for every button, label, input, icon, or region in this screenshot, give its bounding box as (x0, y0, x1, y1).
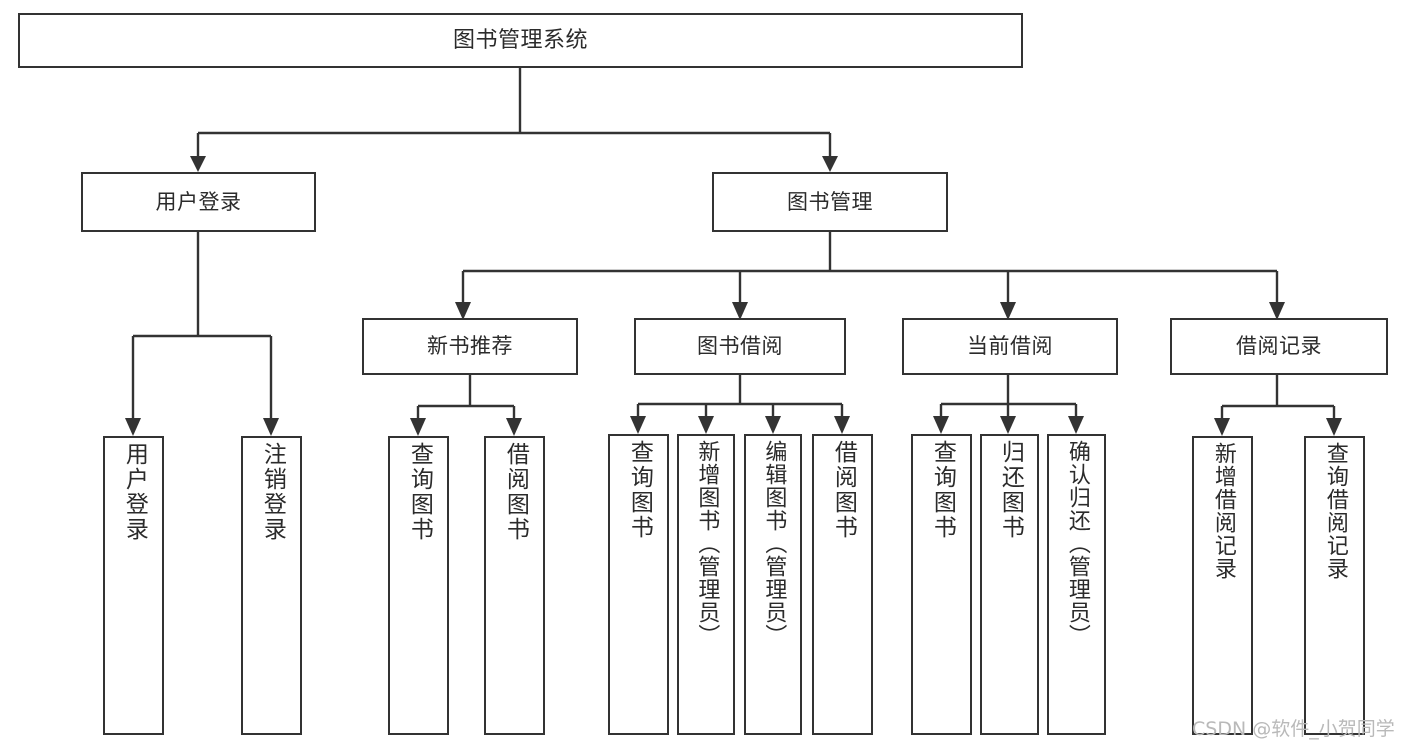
node-book-management[interactable]: 图书管理 (712, 172, 948, 232)
leaf-borrow-edit-book-admin[interactable]: 编辑图书（管理员） (744, 434, 802, 735)
leaf-recommend-query-book[interactable]: 查询图书 (388, 436, 449, 735)
node-label: 借阅记录 (1236, 334, 1322, 359)
node-label: 当前借阅 (967, 334, 1053, 359)
node-root-system[interactable]: 图书管理系统 (18, 13, 1023, 68)
node-label: 注销登录 (259, 442, 286, 542)
node-label: 编辑图书（管理员） (761, 440, 787, 647)
leaf-user-login-logout[interactable]: 注销登录 (241, 436, 302, 735)
node-user-login[interactable]: 用户登录 (81, 172, 316, 232)
leaf-record-add-record[interactable]: 新增借阅记录 (1192, 436, 1253, 735)
node-label: 确认归还（管理员） (1064, 440, 1090, 647)
leaf-borrow-add-book-admin[interactable]: 新增图书（管理员） (677, 434, 735, 735)
leaf-current-return-book[interactable]: 归还图书 (980, 434, 1039, 735)
node-label: 借阅图书 (502, 442, 529, 542)
node-label: 查询借阅记录 (1322, 442, 1348, 580)
node-label: 归还图书 (997, 440, 1024, 540)
leaf-record-query-record[interactable]: 查询借阅记录 (1304, 436, 1365, 735)
node-label: 查询图书 (406, 442, 433, 542)
node-borrow-record[interactable]: 借阅记录 (1170, 318, 1388, 375)
node-label: 查询图书 (929, 440, 956, 540)
node-new-book-recommend[interactable]: 新书推荐 (362, 318, 578, 375)
leaf-borrow-query-book[interactable]: 查询图书 (608, 434, 669, 735)
leaf-current-confirm-return-admin[interactable]: 确认归还（管理员） (1047, 434, 1106, 735)
leaf-recommend-borrow-book[interactable]: 借阅图书 (484, 436, 545, 735)
node-label: 查询图书 (626, 440, 653, 540)
node-label: 图书借阅 (697, 334, 783, 359)
node-label: 图书管理系统 (452, 27, 588, 53)
node-label: 用户登录 (121, 442, 148, 542)
node-label: 图书管理 (787, 189, 873, 214)
node-label: 新书推荐 (427, 334, 513, 359)
node-label: 新增图书（管理员） (694, 440, 720, 647)
watermark-text: CSDN @软件_小贺同学 (1192, 718, 1395, 740)
node-current-borrow[interactable]: 当前借阅 (902, 318, 1118, 375)
leaf-borrow-borrow-book[interactable]: 借阅图书 (812, 434, 873, 735)
leaf-user-login-login[interactable]: 用户登录 (103, 436, 164, 735)
node-book-borrow[interactable]: 图书借阅 (634, 318, 846, 375)
node-label: 新增借阅记录 (1210, 442, 1236, 580)
leaf-current-query-book[interactable]: 查询图书 (911, 434, 972, 735)
node-label: 借阅图书 (830, 440, 857, 540)
node-label: 用户登录 (155, 189, 242, 214)
